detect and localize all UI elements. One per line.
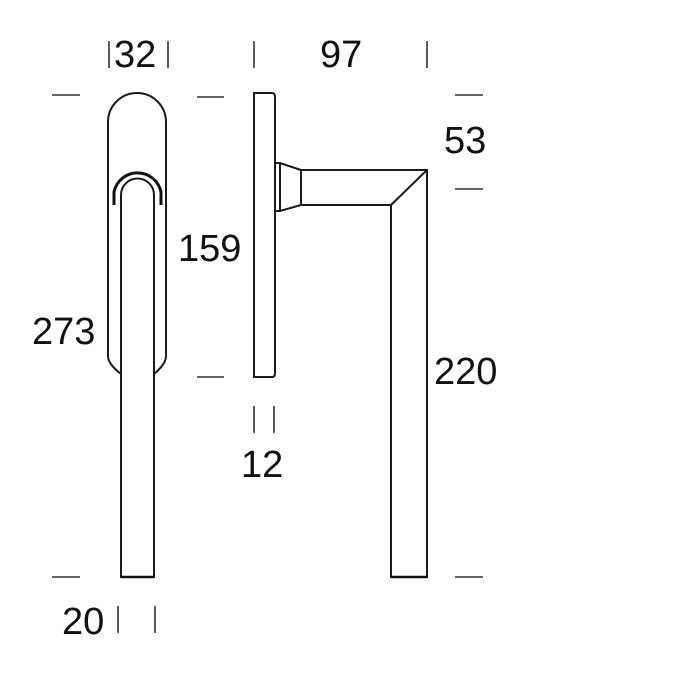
dim-label-53: 53 bbox=[444, 120, 486, 162]
dimension-ticks bbox=[52, 41, 483, 633]
front-view bbox=[107, 92, 167, 579]
dim-label-32: 32 bbox=[114, 34, 156, 76]
dim-label-97: 97 bbox=[320, 34, 362, 76]
dim-label-273: 273 bbox=[32, 311, 95, 353]
dimension-labels: 32 273 159 97 53 220 12 20 bbox=[32, 34, 497, 643]
dim-label-159: 159 bbox=[178, 228, 241, 270]
front-lever bbox=[120, 177, 155, 578]
dim-label-20: 20 bbox=[62, 601, 104, 643]
side-handle-arm bbox=[300, 169, 428, 578]
side-view bbox=[253, 92, 428, 579]
dim-label-220: 220 bbox=[434, 351, 497, 393]
side-back-plate bbox=[253, 92, 276, 378]
front-hinge-collar bbox=[112, 171, 163, 205]
side-rosette bbox=[274, 162, 302, 212]
dim-label-12: 12 bbox=[241, 444, 283, 486]
side-mitre-line bbox=[390, 169, 428, 206]
